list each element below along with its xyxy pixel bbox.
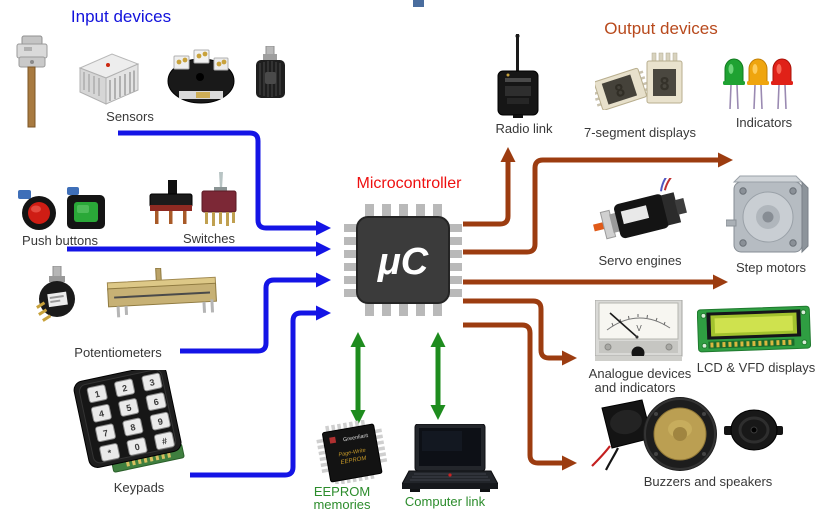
svg-text:4: 4 (98, 408, 105, 419)
arrow-sensors-to-mcu (118, 130, 331, 236)
keypads-label: Keypads (113, 480, 165, 495)
analogue-label-line2: and indicators (594, 380, 676, 395)
radio-link-image (497, 34, 539, 118)
rotary-sensor-image (256, 46, 285, 98)
output-devices-title: Output devices (604, 19, 718, 38)
computer-link-label: Computer link (404, 494, 486, 509)
input-devices-title: Input devices (70, 7, 172, 26)
arrow-mcu-to-analogue (463, 298, 577, 366)
seven-segment-label: 7-segment displays (584, 125, 696, 140)
push-buttons-image (18, 187, 105, 230)
keypad-image: 1 2 3 4 5 6 7 8 9 * 0 # (73, 370, 185, 473)
laptop-image (402, 424, 498, 492)
servo-engines-label: Servo engines (598, 253, 682, 268)
svg-text:#: # (161, 436, 168, 447)
svg-text:Page-Write: Page-Write (338, 448, 366, 459)
sensors-label: Sensors (106, 109, 154, 124)
svg-text:0: 0 (134, 442, 141, 453)
push-buttons-label: Push buttons (22, 233, 98, 248)
microcontroller-chip: μC (344, 204, 462, 316)
seven-segment-displays-image: 8 8 (595, 52, 683, 110)
lcd-display-image (697, 305, 812, 353)
svg-text:8: 8 (659, 74, 670, 95)
arrow-mcu-to-radiolink (463, 147, 516, 227)
eeprom-label-line2: memories (313, 497, 371, 511)
eeprom-label-line1: EEPROM (313, 484, 371, 499)
analogue-meter-image: V (595, 300, 683, 361)
svg-text:7: 7 (102, 428, 109, 439)
arrow-potentiometers-to-mcu (180, 272, 331, 354)
rotary-potentiometer-image (36, 266, 75, 322)
buzzers-label: Buzzers and speakers (643, 474, 773, 489)
servo-engine-image (593, 178, 687, 240)
slide-potentiometer-image (106, 268, 217, 318)
lcd-vfd-label: LCD & VFD displays (696, 360, 816, 375)
radio-link-label: Radio link (495, 121, 553, 136)
chip-label: μC (377, 241, 429, 283)
arrow-keypads-to-mcu (190, 305, 331, 478)
buzzers-speakers-image (591, 397, 783, 471)
arrow-mcu-to-indicators (463, 152, 733, 255)
indicator-leds-image (723, 58, 793, 110)
svg-text:Greenliant: Greenliant (343, 433, 369, 443)
svg-text:V: V (636, 324, 642, 333)
microcontroller-title: Microcontroller (356, 175, 462, 192)
top-accent-fragment (413, 0, 424, 7)
svg-text:5: 5 (125, 402, 132, 413)
step-motor-image (726, 175, 809, 254)
analogue-label-line1: Analogue devices (588, 366, 692, 381)
switches-image (149, 172, 237, 226)
temperature-transmitter-image (167, 49, 235, 104)
svg-text:EEPROM: EEPROM (340, 456, 367, 466)
svg-text:6: 6 (153, 397, 160, 408)
step-motors-label: Step motors (735, 260, 807, 275)
svg-text:*: * (107, 448, 113, 459)
svg-text:1: 1 (94, 389, 101, 400)
eeprom-chip-image: Greenliant Page-Write EEPROM (316, 420, 388, 484)
humidity-sensor-image (78, 53, 140, 105)
svg-text:3: 3 (149, 377, 156, 388)
svg-text:8: 8 (130, 422, 137, 433)
switches-label: Switches (182, 231, 236, 246)
indicators-label: Indicators (735, 115, 793, 130)
potentiometers-label: Potentiometers (74, 345, 162, 360)
svg-text:2: 2 (121, 383, 128, 394)
svg-text:9: 9 (157, 416, 164, 427)
arrow-mcu-to-buzzers (463, 322, 577, 471)
temperature-probe-image (16, 35, 48, 128)
